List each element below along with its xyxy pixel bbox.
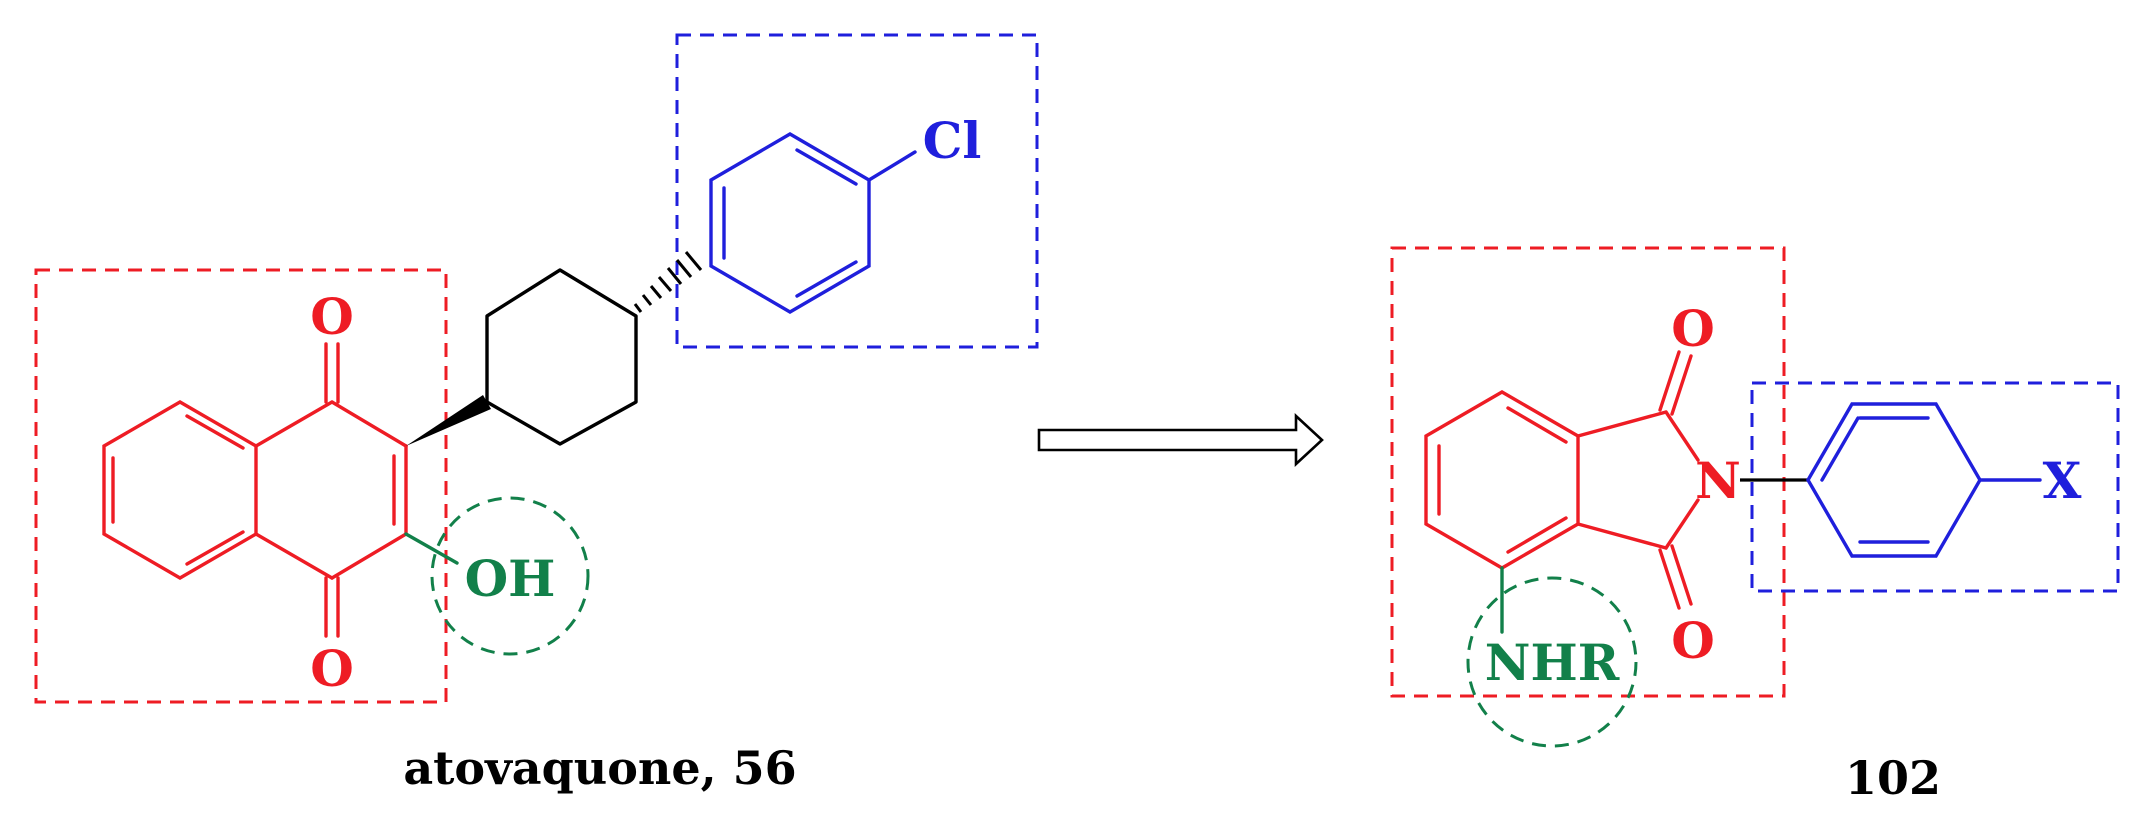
phthalimide-core <box>1424 350 1700 610</box>
cyclohexane-ring <box>485 268 638 446</box>
atovaquone-top-oxygen-label: O <box>310 287 354 346</box>
atovaquone-caption: atovaquone, 56 <box>403 741 796 795</box>
naphthoquinone-highlight-box <box>34 268 448 704</box>
imide-top-oxygen-label: O <box>1671 299 1715 358</box>
imide-bottom-oxygen-label: O <box>1671 611 1715 670</box>
aryl-ring <box>1806 402 2042 558</box>
wedge-bond <box>406 395 491 446</box>
phthalimide-highlight-box <box>1390 246 1786 698</box>
hydroxyl-label: OH <box>465 549 556 608</box>
chlorophenyl-highlight-box <box>675 33 1039 349</box>
aryl-highlight-box <box>1750 381 2120 593</box>
imide-nitrogen-label: N <box>1695 451 1741 510</box>
atovaquone-structure: O O OH Cl atovaquone, 56 <box>34 33 1039 795</box>
compound-102-caption: 102 <box>1845 751 1941 805</box>
atovaquone-bottom-oxygen-label: O <box>310 639 354 698</box>
hydroxyl-highlight-circle <box>430 496 590 656</box>
para-substituent-label: X <box>2043 451 2082 510</box>
amine-label: NHR <box>1485 633 1620 692</box>
hydroxyl-bond <box>404 532 459 565</box>
naphthoquinone-core <box>102 342 408 638</box>
chlorophenyl-ring <box>709 132 917 314</box>
chlorine-label: Cl <box>923 111 982 170</box>
hashed-bond <box>633 251 703 313</box>
phthalimide-structure: O O N NHR X 102 <box>1390 246 2120 805</box>
amine-highlight-circle <box>1466 576 1638 748</box>
retrosynthetic-arrow-icon <box>1037 413 1324 467</box>
